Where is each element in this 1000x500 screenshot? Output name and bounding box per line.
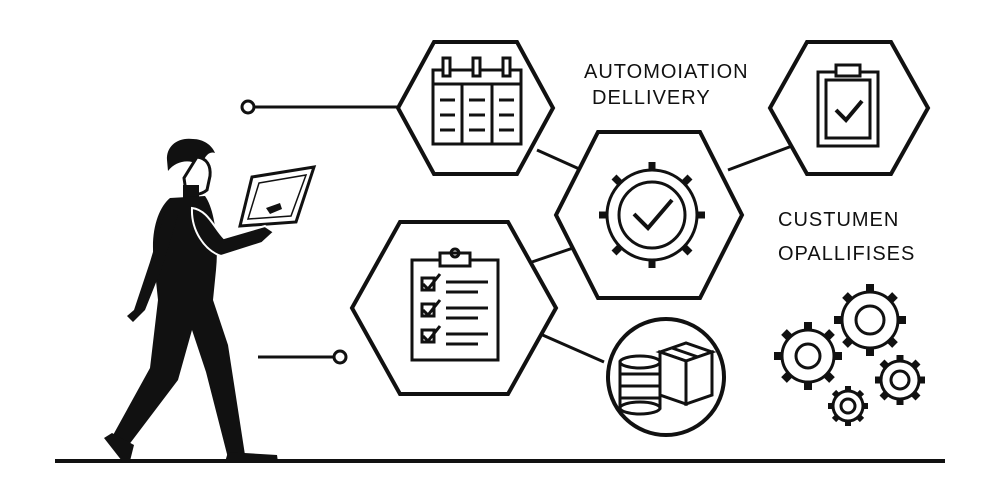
gear-tiny-icon — [828, 386, 868, 426]
coins-box-icon — [618, 341, 717, 416]
clipboard-check-icon — [816, 63, 880, 148]
label-customer-line1: CUSTUMEN — [778, 209, 899, 231]
gears-cluster-icon — [774, 284, 925, 426]
hex-checklist — [349, 220, 559, 396]
gear-large-icon — [834, 284, 906, 356]
label-automation-line2: DELLIVERY — [592, 87, 711, 109]
hex-calendar — [395, 40, 556, 176]
hex-clipboard — [767, 40, 931, 176]
gear-small-icon — [875, 355, 925, 405]
connector-pin-top — [240, 99, 402, 115]
connector-pin-bottom — [258, 349, 348, 365]
gear-medium-icon — [774, 322, 842, 390]
label-customer-line2: OPALLIFISES — [778, 243, 915, 265]
checklist-clipboard-icon — [410, 247, 500, 362]
circle-coins — [606, 317, 726, 437]
person-with-tablet-icon — [104, 138, 317, 462]
gear-check-icon — [599, 162, 705, 268]
calendar-icon — [431, 56, 523, 146]
label-automation-line1: AUTOMOIATION — [584, 61, 749, 83]
hex-gear — [553, 130, 745, 300]
